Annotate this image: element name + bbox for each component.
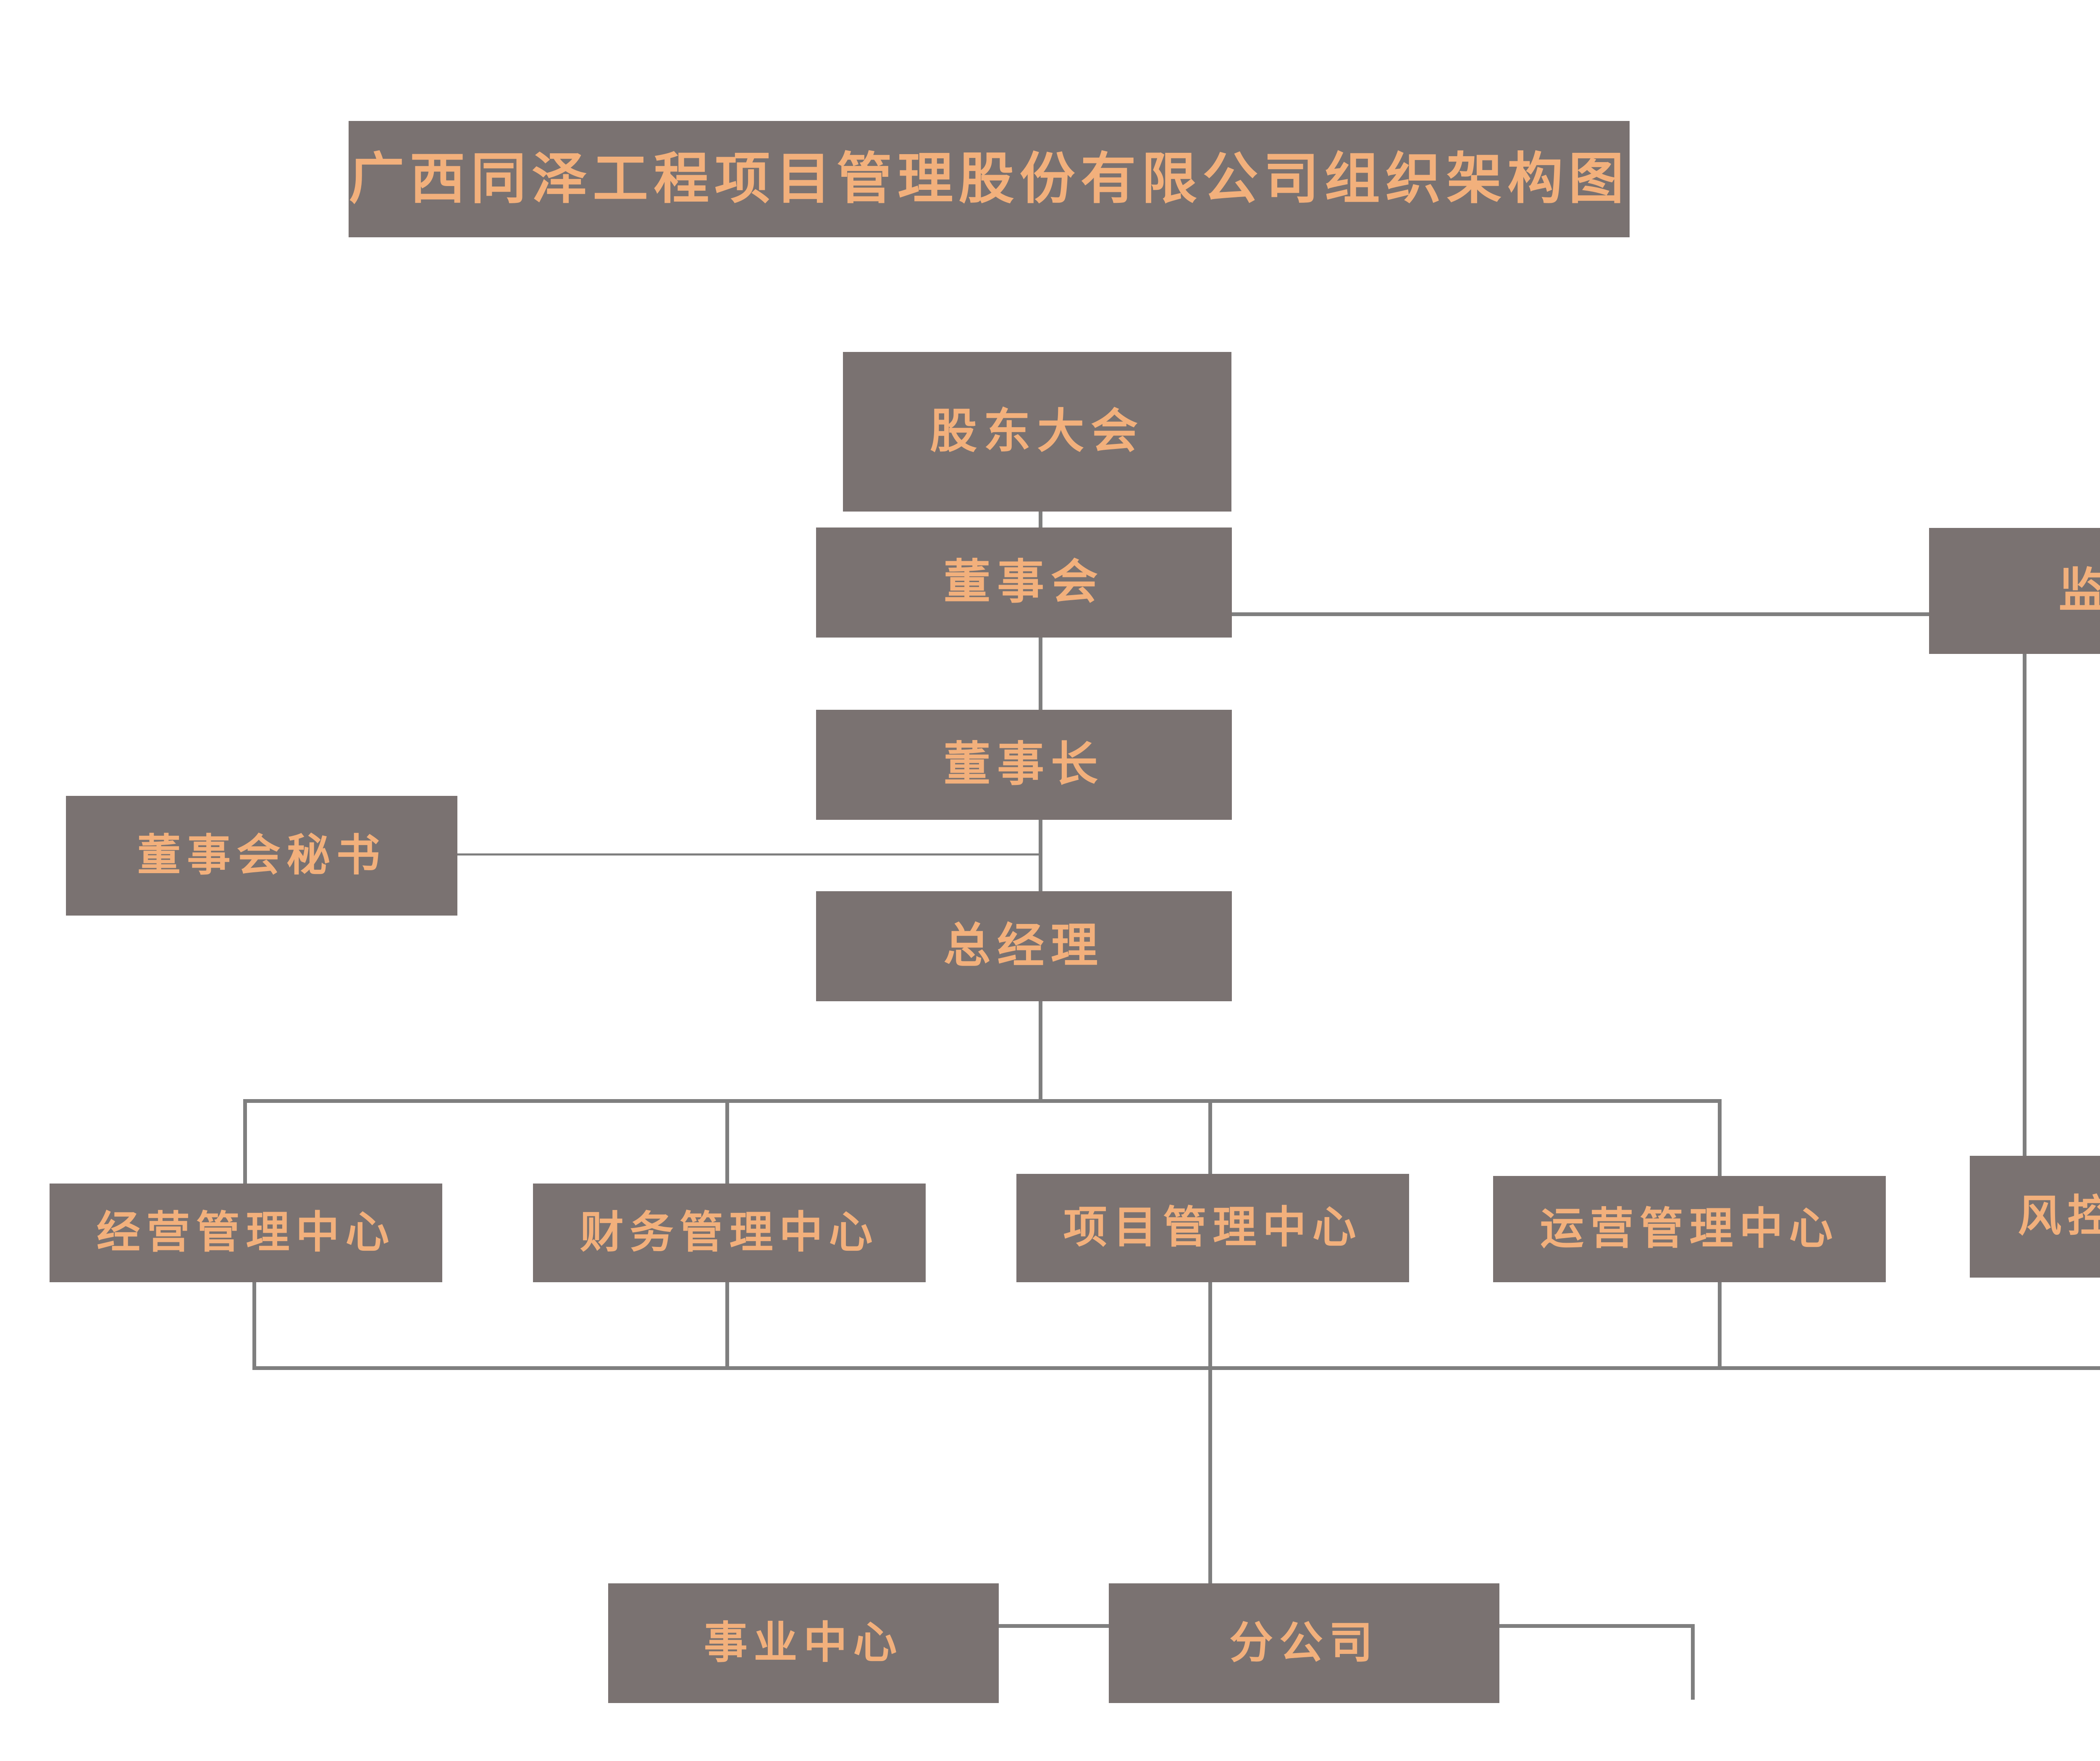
edge-operation-center-down bbox=[1718, 1282, 1722, 1370]
node-risk-compliance-center[interactable]: 风控合规中心 bbox=[1970, 1156, 2100, 1278]
node-operations-management-center[interactable]: 经营管理中心 bbox=[50, 1184, 442, 1282]
edge-lower-collection-bus bbox=[252, 1366, 2100, 1370]
edge-board-to-chairman bbox=[1039, 638, 1042, 713]
node-label: 监事会 bbox=[2058, 564, 2100, 617]
node-board-of-directors[interactable]: 董事会 bbox=[816, 528, 1232, 638]
node-finance-management-center[interactable]: 财务管理中心 bbox=[533, 1184, 926, 1282]
node-label: 董事会秘书 bbox=[137, 831, 386, 880]
edge-secretary-to-chairman bbox=[457, 853, 1041, 856]
node-label: 总经理 bbox=[943, 920, 1105, 972]
edge-split-to-branch-company bbox=[1691, 1624, 1695, 1700]
node-label: 运营管理中心 bbox=[1540, 1205, 1839, 1253]
edge-shareholders-to-supervisors bbox=[1039, 612, 2026, 616]
node-general-manager[interactable]: 总经理 bbox=[816, 891, 1232, 1001]
node-label: 董事长 bbox=[943, 738, 1105, 791]
node-chairman[interactable]: 董事长 bbox=[816, 710, 1232, 820]
node-label: 项目管理中心 bbox=[1063, 1204, 1362, 1252]
node-project-management-center[interactable]: 项目管理中心 bbox=[1016, 1174, 1409, 1282]
edge-gm-distribution-bus bbox=[243, 1099, 1722, 1103]
node-label: 分公司 bbox=[1229, 1619, 1379, 1667]
node-label: 财务管理中心 bbox=[580, 1208, 879, 1257]
node-label: 事业中心 bbox=[704, 1619, 903, 1667]
node-label: 经营管理中心 bbox=[96, 1208, 396, 1257]
edge-project-center-down bbox=[1208, 1282, 1212, 1370]
edge-bus-to-project-center bbox=[1208, 1099, 1212, 1186]
edge-operations-center-down bbox=[252, 1282, 256, 1370]
node-shareholders-meeting[interactable]: 股东大会 bbox=[843, 352, 1231, 512]
node-label: 风控合规中心 bbox=[2018, 1192, 2100, 1241]
node-business-center[interactable]: 事业中心 bbox=[608, 1583, 999, 1703]
chart-title-banner: 广西同泽工程项目管理股份有限公司组织架构图 bbox=[349, 121, 1630, 237]
edge-finance-center-down bbox=[725, 1282, 729, 1370]
chart-title-text: 广西同泽工程项目管理股份有限公司组织架构图 bbox=[349, 148, 1630, 210]
node-branch-company[interactable]: 分公司 bbox=[1109, 1583, 1499, 1703]
node-label: 董事会 bbox=[943, 556, 1105, 609]
node-operation-management-center[interactable]: 运营管理中心 bbox=[1493, 1176, 1886, 1282]
edge-bus-to-operation-center bbox=[1718, 1099, 1722, 1186]
node-board-secretary[interactable]: 董事会秘书 bbox=[66, 796, 457, 916]
edge-supervisors-to-risk-center bbox=[2023, 654, 2026, 1156]
edge-bus-to-finance-center bbox=[725, 1099, 729, 1186]
edge-bus-to-operations-center bbox=[243, 1099, 247, 1186]
edge-bus-to-bottom-split bbox=[1208, 1366, 1212, 1627]
node-board-of-supervisors[interactable]: 监事会 bbox=[1929, 528, 2100, 654]
edge-chairman-to-gm bbox=[1039, 820, 1042, 898]
node-label: 股东大会 bbox=[930, 405, 1144, 458]
edge-gm-to-bus bbox=[1039, 1001, 1042, 1102]
